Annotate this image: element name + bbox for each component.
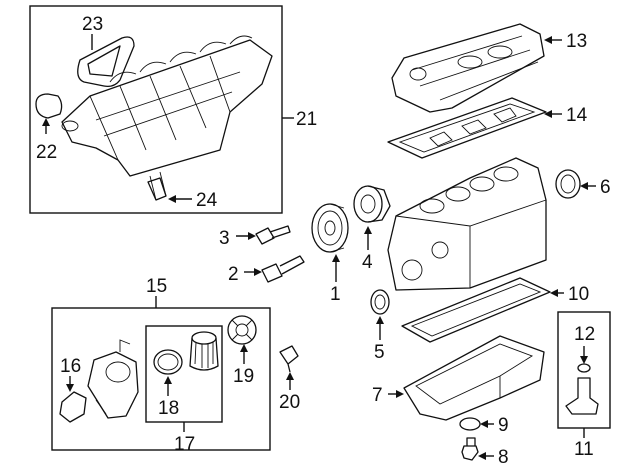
- callout-21: 21: [296, 109, 317, 130]
- callout-1: 1: [330, 284, 341, 305]
- arrow-2: [254, 268, 262, 276]
- arrow-5: [376, 316, 384, 324]
- oil-level-sensor-drawing: [565, 377, 599, 415]
- callout-7: 7: [372, 385, 383, 406]
- intake-manifold-drawing: [61, 35, 273, 201]
- timing-sprocket-drawing: [353, 185, 391, 223]
- callout-17: 17: [174, 434, 195, 455]
- arrow-9: [480, 420, 488, 428]
- bolt-2-drawing: [261, 255, 305, 283]
- arrow-10: [550, 289, 558, 297]
- callout-16: 16: [60, 356, 81, 377]
- callout-9: 9: [498, 415, 509, 436]
- arrow-7: [396, 390, 404, 398]
- bolt-24-drawing: [147, 177, 167, 201]
- pressure-sensor-20-drawing: [279, 345, 299, 373]
- arrow-14: [544, 110, 552, 118]
- callout-2: 2: [228, 264, 239, 285]
- callout-24: 24: [196, 190, 218, 211]
- arrow-8: [478, 452, 486, 460]
- arrow-22: [42, 118, 50, 126]
- intake-manifold-group-box: [29, 5, 283, 214]
- drain-plug-8-drawing: [461, 437, 479, 461]
- bolt-3-drawing: [255, 225, 291, 245]
- arrow-6: [580, 182, 588, 190]
- valve-cover-gasket-drawing: [387, 97, 547, 159]
- valve-cover-drawing: [391, 23, 545, 113]
- arrow-12: [580, 356, 588, 364]
- crank-pulley-drawing: [311, 203, 349, 253]
- filter-cap-19-drawing: [227, 315, 257, 345]
- arrow-16: [66, 384, 74, 392]
- callout-18: 18: [158, 398, 179, 419]
- seal-22-drawing: [35, 93, 63, 119]
- arrow-20: [286, 372, 294, 380]
- o-ring-18-drawing: [153, 349, 183, 375]
- filter-element-drawing: [189, 331, 219, 371]
- callout-6: 6: [600, 177, 611, 198]
- oil-filter-group-box: [51, 307, 271, 451]
- callout-5: 5: [374, 342, 385, 363]
- callout-3: 3: [219, 228, 230, 249]
- arrow-13: [544, 36, 552, 44]
- callout-12: 12: [574, 324, 595, 345]
- gasket-23-drawing: [77, 36, 135, 88]
- arrow-19: [240, 344, 248, 352]
- bracket-16-drawing: [59, 391, 87, 423]
- oil-filter-housing-drawing: [87, 339, 139, 419]
- arrow-18: [164, 376, 172, 384]
- callout-8: 8: [498, 447, 509, 468]
- callout-13: 13: [566, 31, 587, 52]
- callout-11: 11: [574, 439, 594, 460]
- rear-seal-6-drawing: [555, 169, 581, 199]
- callout-20: 20: [279, 392, 300, 413]
- callout-19: 19: [233, 366, 254, 387]
- oil-pan-gasket-drawing: [401, 277, 551, 343]
- o-ring-12-drawing: [577, 363, 591, 373]
- callout-23: 23: [82, 14, 103, 35]
- callout-4: 4: [362, 252, 373, 273]
- arrow-4: [364, 226, 372, 234]
- callout-10: 10: [568, 284, 589, 305]
- engine-block-drawing: [387, 157, 547, 291]
- arrow-24: [168, 195, 176, 203]
- callout-22: 22: [36, 142, 57, 163]
- callout-14: 14: [566, 105, 588, 126]
- arrow-3: [248, 232, 256, 240]
- front-seal-5-drawing: [370, 289, 390, 315]
- oil-pan-drawing: [403, 335, 545, 421]
- arrow-1: [332, 254, 340, 262]
- washer-9-drawing: [459, 417, 481, 431]
- callout-15: 15: [146, 276, 167, 297]
